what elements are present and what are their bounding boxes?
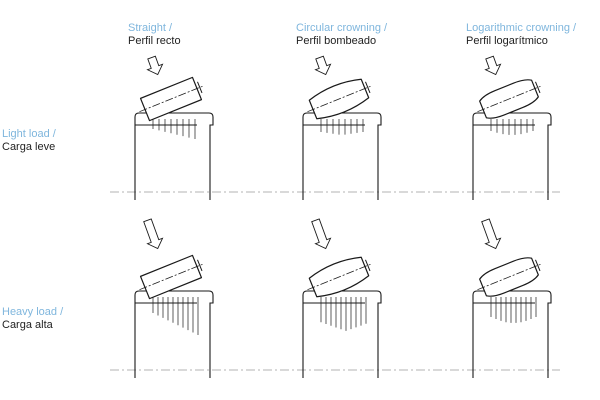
- load-arrow: [146, 55, 164, 76]
- bearing-cell-circular-light: [302, 55, 382, 200]
- roller-axis: [477, 85, 541, 113]
- raceway: [302, 290, 382, 378]
- roller-axis: [139, 85, 203, 113]
- raceway: [302, 112, 382, 200]
- bearing-cell-logarithmic-light: [472, 55, 552, 200]
- roller-end: [197, 81, 203, 94]
- row-label-es: Carga leve: [2, 141, 56, 153]
- column-header-en: Straight /: [128, 22, 173, 34]
- column-header-es: Perfil logarítmico: [466, 35, 548, 47]
- load-arrow: [481, 218, 502, 250]
- row-label-es: Carga alta: [2, 319, 53, 331]
- bearing-cell-straight-light: [134, 55, 214, 200]
- roller: [307, 78, 371, 120]
- roller-end: [365, 81, 371, 94]
- bearing-cell-logarithmic-heavy: [472, 218, 552, 378]
- roller-axis: [307, 85, 371, 113]
- roller-end: [365, 259, 371, 272]
- row-label-light-load: Light load / Carga leve: [2, 128, 56, 154]
- column-header-logarithmic: Logarithmic crowning / Perfil logarítmic…: [466, 22, 576, 48]
- column-header-es: Perfil recto: [128, 35, 181, 47]
- column-header-circular: Circular crowning / Perfil bombeado: [296, 22, 387, 48]
- raceway: [472, 290, 552, 378]
- roller-end: [197, 259, 203, 272]
- roller-end: [535, 259, 541, 272]
- load-arrow: [311, 218, 332, 250]
- roller-axis: [139, 263, 203, 291]
- roller: [477, 257, 541, 297]
- roller: [139, 76, 203, 122]
- roller: [307, 256, 371, 298]
- column-header-es: Perfil bombeado: [296, 35, 377, 47]
- column-header-straight: Straight / Perfil recto: [128, 22, 181, 48]
- row-label-heavy-load: Heavy load / Carga alta: [2, 306, 63, 332]
- load-arrow: [314, 55, 332, 76]
- raceway: [134, 112, 214, 200]
- load-arrow: [484, 55, 502, 76]
- bearing-cell-straight-heavy: [134, 218, 214, 378]
- column-header-en: Circular crowning /: [296, 22, 388, 34]
- roller-axis: [477, 263, 541, 291]
- row-label-en: Heavy load /: [2, 306, 64, 318]
- column-header-en: Logarithmic crowning /: [466, 22, 577, 34]
- roller: [477, 79, 541, 119]
- row-label-en: Light load /: [2, 128, 56, 140]
- raceway: [134, 290, 214, 378]
- load-arrow: [143, 218, 164, 250]
- roller-axis: [307, 263, 371, 291]
- roller: [139, 254, 203, 300]
- roller-end: [535, 81, 541, 94]
- bearing-cell-circular-heavy: [302, 218, 382, 378]
- raceway: [472, 112, 552, 200]
